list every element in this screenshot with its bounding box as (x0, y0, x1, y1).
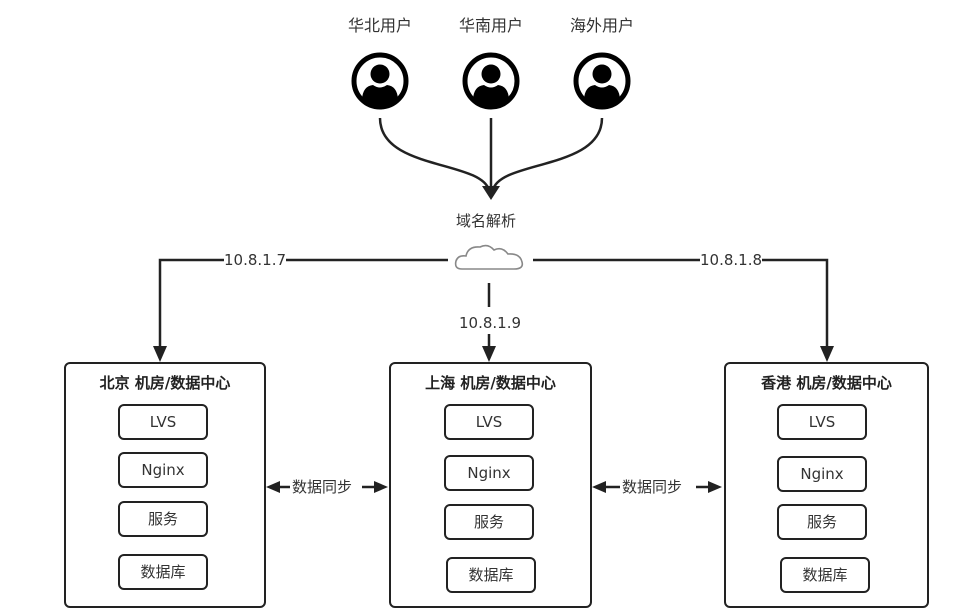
route-left-arrowhead (153, 346, 167, 362)
component-nginx: Nginx (777, 456, 867, 492)
component-lvs: LVS (777, 404, 867, 440)
dns-arrowhead (482, 186, 500, 200)
datacenter-title: 北京 机房/数据中心 (99, 374, 231, 392)
route-ip-left: 10.8.1.7 (224, 251, 287, 269)
route-center-arrowhead (482, 346, 496, 362)
sync-2-arrowhead-right (708, 481, 722, 493)
route-ip-right: 10.8.1.8 (700, 251, 763, 269)
datacenter-hongkong: 香港 机房/数据中心 LVS Nginx 服务 数据库 (724, 362, 929, 608)
sync-1-arrowhead-right (374, 481, 388, 493)
user-avatar-icon (462, 52, 520, 110)
cloud-icon (454, 244, 524, 270)
user-avatar-icon (351, 52, 409, 110)
component-database: 数据库 (780, 557, 870, 593)
route-right-line (533, 258, 829, 352)
component-lvs: LVS (444, 404, 534, 440)
component-service: 服务 (777, 504, 867, 540)
user-3-arrow (491, 117, 604, 191)
route-left-line (158, 258, 448, 352)
sync-label-1: 数据同步 (292, 478, 353, 496)
user-label-south: 华南用户 (458, 16, 523, 35)
component-database: 数据库 (446, 557, 536, 593)
component-nginx: Nginx (444, 455, 534, 491)
user-label-overseas: 海外用户 (569, 16, 634, 35)
user-avatar-icon (573, 52, 631, 110)
user-label-north: 华北用户 (347, 16, 412, 35)
sync-label-2: 数据同步 (622, 478, 683, 496)
route-ip-center: 10.8.1.9 (459, 314, 522, 332)
component-database: 数据库 (118, 554, 208, 590)
user-1-arrow (378, 117, 491, 191)
sync-1-arrowhead-left (266, 481, 280, 493)
component-lvs: LVS (118, 404, 208, 440)
datacenter-shanghai: 上海 机房/数据中心 LVS Nginx 服务 数据库 (389, 362, 592, 608)
datacenter-beijing: 北京 机房/数据中心 LVS Nginx 服务 数据库 (64, 362, 266, 608)
component-service: 服务 (118, 501, 208, 537)
dns-label: 域名解析 (456, 212, 517, 230)
datacenter-title: 上海 机房/数据中心 (425, 374, 556, 392)
route-right-arrowhead (820, 346, 834, 362)
component-service: 服务 (444, 504, 534, 540)
sync-2-arrowhead-left (592, 481, 606, 493)
datacenter-title: 香港 机房/数据中心 (761, 374, 892, 392)
component-nginx: Nginx (118, 452, 208, 488)
